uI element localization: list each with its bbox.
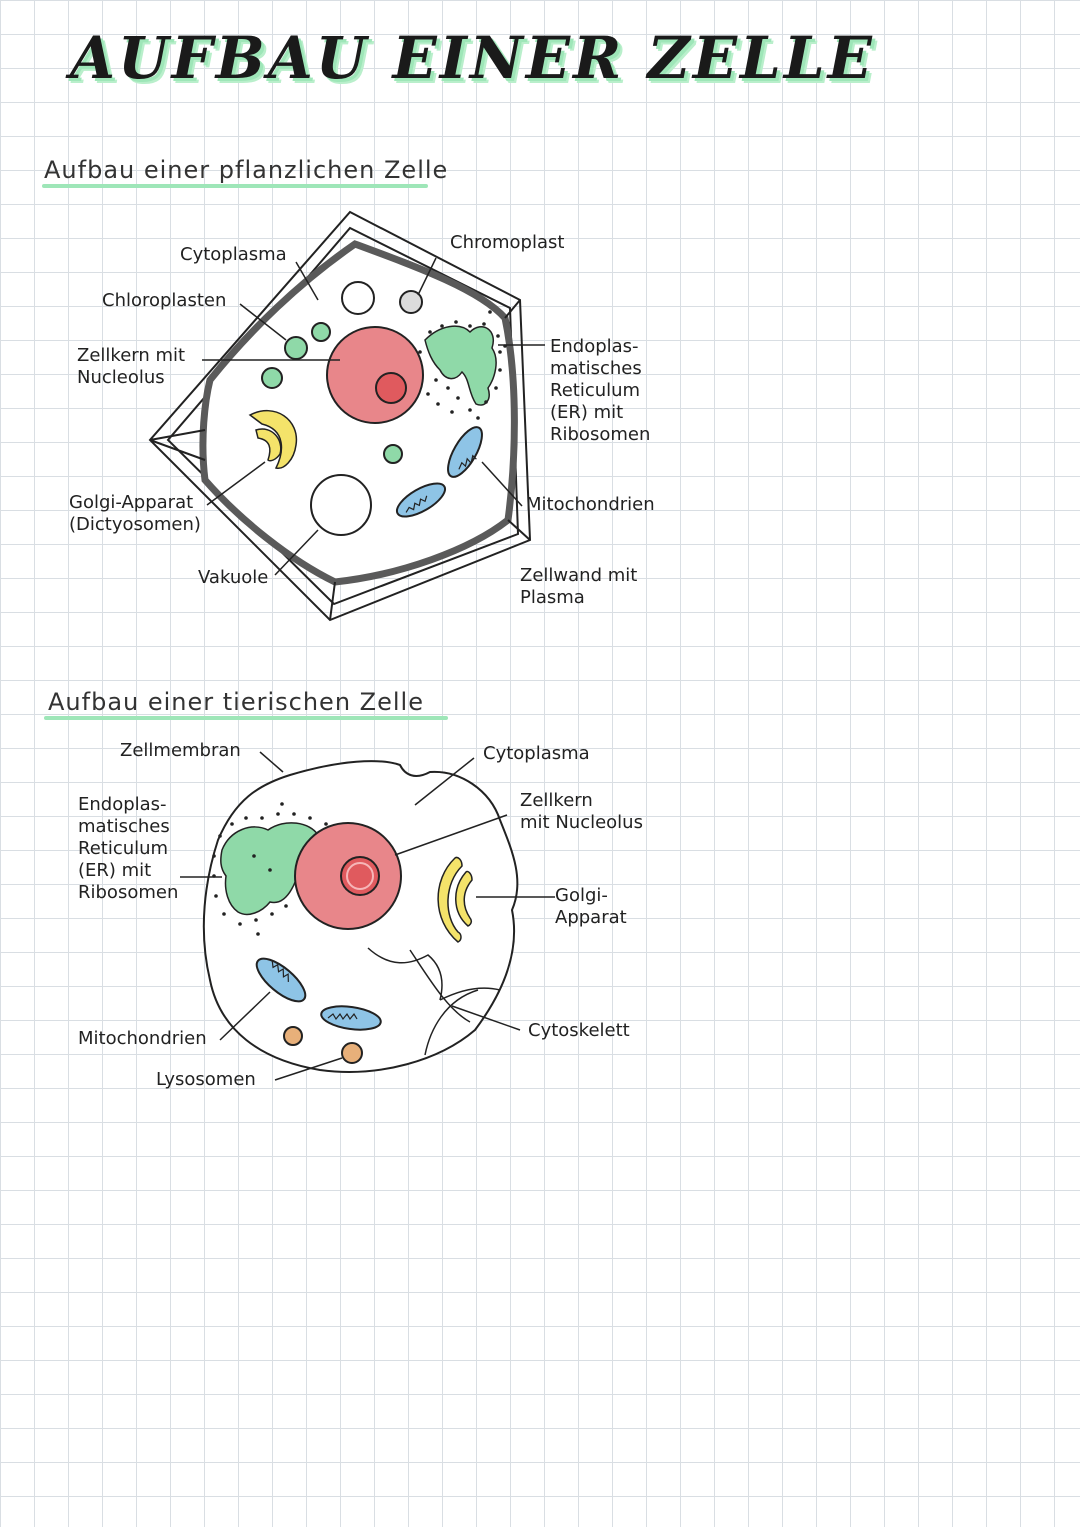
plant-chromoplast [399,290,423,314]
animal-lysosome-2 [341,1042,363,1064]
plant-vacuole-large [310,474,372,536]
plant-label-chromoplast: Chromoplast [450,232,565,253]
plant-label-mitochondrien: Mitochondrien [526,494,655,515]
plant-label-chloroplasten: Chloroplasten [102,290,227,311]
plant-cell-heading: Aufbau einer pflanzlichen Zelle [44,156,449,184]
plant-golgi [248,409,298,469]
plant-heading-underline [42,184,428,188]
animal-heading-underline [44,716,448,720]
plant-cell-diagram [148,210,545,622]
plant-leader-lines [202,257,545,576]
plant-label-cytoplasma: Cytoplasma [180,244,287,265]
animal-mitochondrion-1 [255,957,307,1003]
plant-mitochondrion-2 [395,482,447,518]
plant-label-zellkern: Zellkern mit Nucleolus [77,345,186,388]
plant-label-golgi: Golgi-Apparat (Dictyosomen) [69,492,201,535]
plant-cell-wall-outer [148,210,532,622]
plant-nucleolus [375,372,407,404]
page-title: AUFBAU EINER ZELLE [70,24,875,92]
plant-label-vakuole: Vakuole [198,567,269,588]
animal-label-cytoskelett: Cytoskelett [528,1020,630,1041]
plant-mitochondrion-1 [447,426,483,478]
animal-label-er: Endoplas- matisches Reticulum (ER) mit R… [78,794,179,903]
plant-label-zellwand: Zellwand mit Plasma [520,565,638,608]
animal-golgi [437,856,473,943]
plant-label-er: Endoplas- matisches Reticulum (ER) mit R… [550,336,651,445]
animal-label-golgi: Golgi- Apparat [555,885,627,928]
plant-chloroplast-3 [261,367,283,389]
plant-chloroplast-2 [284,336,308,360]
animal-label-lysosomen: Lysosomen [156,1069,256,1090]
animal-cytoskeleton [367,947,501,1056]
plant-vacuole-small [341,281,375,315]
animal-label-zellmembran: Zellmembran [120,740,241,761]
plant-wall-detail [149,299,531,621]
animal-cell-diagram [180,751,555,1081]
plant-chloroplast-4 [383,444,403,464]
animal-label-zellkern: Zellkern mit Nucleolus [520,790,643,833]
animal-label-cytoplasma: Cytoplasma [483,743,590,764]
plant-nucleus [326,326,424,424]
animal-leader-lines [180,751,555,1081]
animal-lysosome-1 [283,1026,303,1046]
animal-mitochondrion-2 [320,1005,382,1031]
plant-cell-wall-mid [166,226,520,606]
plant-chloroplast-1 [311,322,331,342]
animal-label-mitochondrien: Mitochondrien [78,1028,207,1049]
animal-cell-heading: Aufbau einer tierischen Zelle [48,688,424,716]
animal-ribosomes [212,802,340,936]
